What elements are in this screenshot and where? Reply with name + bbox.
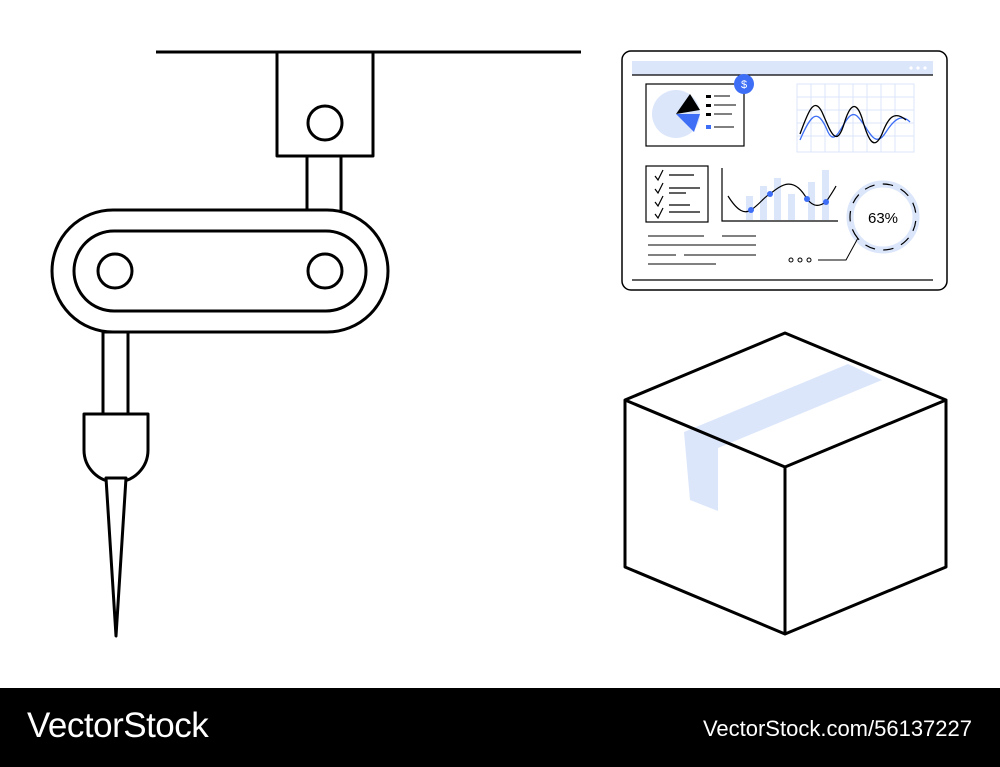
window-dot [916,66,920,70]
image-reference: VectorStock.com/56137227 [702,716,972,741]
upper-shaft [305,154,343,214]
pie-slice-blue [676,114,700,132]
check-icon [654,182,664,195]
dollar-badge-icon [734,74,754,94]
trend-point [823,199,829,205]
tablet-titlebar [632,61,933,75]
arm-link-inner [72,229,368,313]
arm-link-outer [50,208,390,334]
progress-ring: 63% [818,180,920,261]
checklist-card [645,165,709,223]
check-icon [654,195,664,208]
dashboard-tablet: $ [621,50,948,291]
box-tape [684,364,882,511]
wave-chart-card [796,83,915,153]
illustration: $ [50,50,948,638]
pie-slice-dark [676,94,700,114]
progress-label: 63% [868,210,898,227]
trend-point [748,207,754,213]
tool-head [82,412,150,484]
dollar-badge-symbol: $ [741,79,747,91]
lower-shaft [101,330,130,416]
more-dots-icon [788,257,812,263]
trend-point [767,191,773,197]
robot-arm [50,50,581,638]
shipping-box [623,331,948,636]
pie-card: $ [645,74,754,147]
watermark-footer: VectorStock VectorStock.com/56137227 [0,688,1000,767]
needle-tip [104,476,128,638]
window-dot [923,66,927,70]
wave-line-dark [799,104,907,144]
bar-line-chart [721,168,838,222]
link-joint-right [306,252,344,290]
check-icon [654,169,664,182]
check-icon [654,207,664,220]
link-joint-left [96,252,134,290]
mount-joint [306,104,344,142]
trend-point [804,196,810,202]
summary-text-lines [648,235,756,265]
vectorstock-logo: VectorStock [27,706,209,745]
wave-line-blue [799,113,911,141]
window-dot [909,66,913,70]
